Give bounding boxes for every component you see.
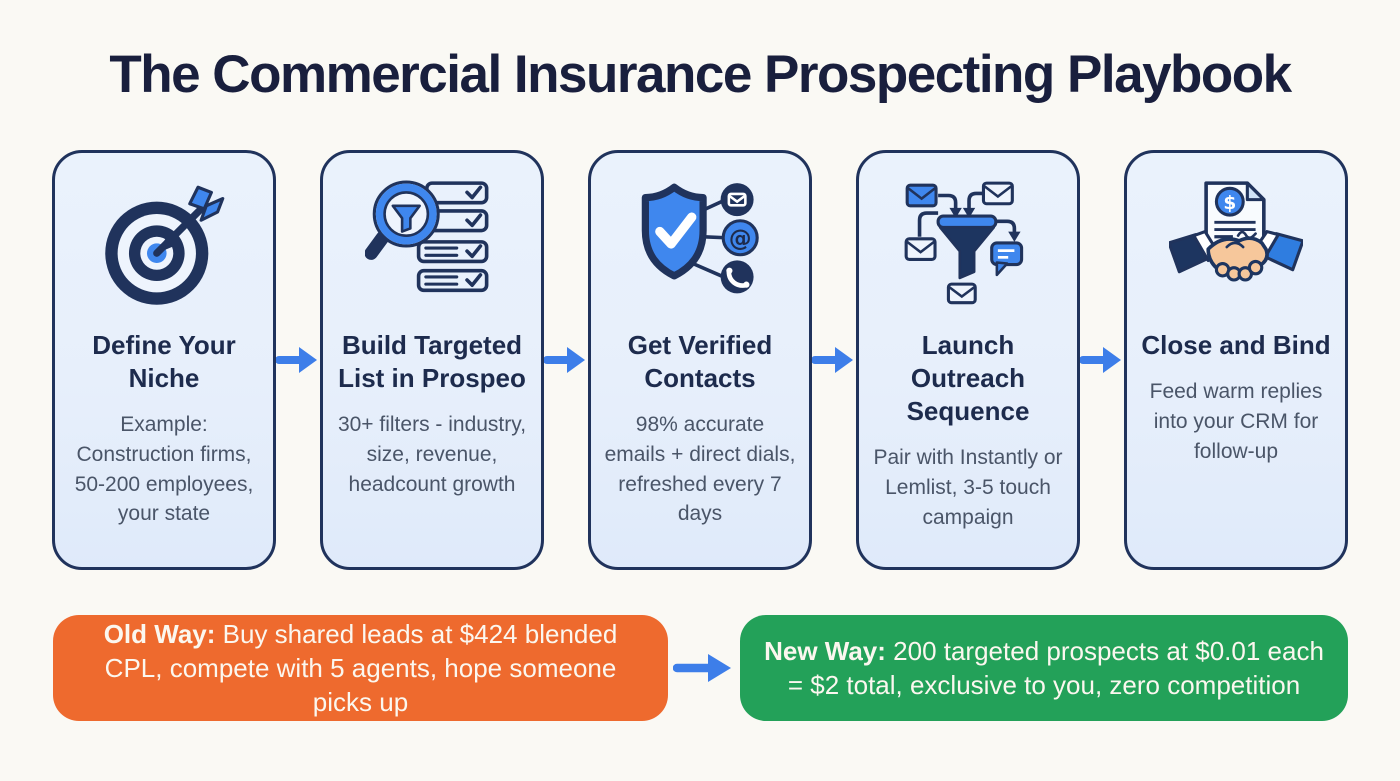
step-title: Close and Bind [1141,330,1331,360]
verified-shield-contacts-icon: @ [633,171,767,321]
step-card-define-niche: Define Your Niche Example: Construction … [52,150,276,570]
step-card-outreach-sequence: Launch Outreach Sequence Pair with Insta… [856,150,1080,570]
step-card-close-bind: $ Close and Bind F [1124,150,1348,570]
step-card-verified-contacts: @ Get Verified Contacts 98% accurate ema… [588,150,812,570]
outreach-funnel-messages-icon [901,171,1035,321]
flow-arrow-icon [812,343,856,377]
new-way-text: 200 targeted prospects at $0.01 each = $… [787,635,1324,700]
flow-arrow-icon [544,343,588,377]
page-title: The Commercial Insurance Prospecting Pla… [109,45,1292,104]
new-way-label: New Way: [764,635,886,666]
old-way-text: Buy shared leads at $424 blended CPL, co… [104,618,618,718]
flow-arrow-icon [276,343,320,377]
search-filter-checklist-icon [365,171,499,321]
old-way-label: Old Way: [103,618,216,649]
old-way-banner: Old Way: Buy shared leads at $424 blende… [53,615,668,721]
step-title: Build Targeted List in Prospeo [338,330,526,394]
step-description: Pair with Instantly or Lemlist, 3-5 touc… [873,446,1063,529]
new-way-banner: New Way: 200 targeted prospects at $0.01… [740,615,1348,721]
step-title: Define Your Niche [92,330,236,394]
target-icon [97,171,231,321]
svg-text:@: @ [729,226,752,252]
step-description: Example: Construction firms, 50-200 empl… [74,413,254,526]
comparison-arrow-icon [668,648,740,688]
steps-row: Define Your Niche Example: Construction … [0,150,1400,570]
handshake-contract-icon: $ [1169,171,1303,321]
step-title: Launch Outreach Sequence [906,330,1030,427]
step-title: Get Verified Contacts [627,330,773,394]
comparison-row: Old Way: Buy shared leads at $424 blende… [0,615,1400,721]
step-card-build-list: Build Targeted List in Prospeo 30+ filte… [320,150,544,570]
svg-text:$: $ [1223,193,1236,214]
flow-arrow-icon [1080,343,1124,377]
step-description: Feed warm replies into your CRM for foll… [1149,380,1323,463]
step-description: 98% accurate emails + direct dials, refr… [604,413,796,526]
step-description: 30+ filters - industry, size, revenue, h… [337,413,527,496]
